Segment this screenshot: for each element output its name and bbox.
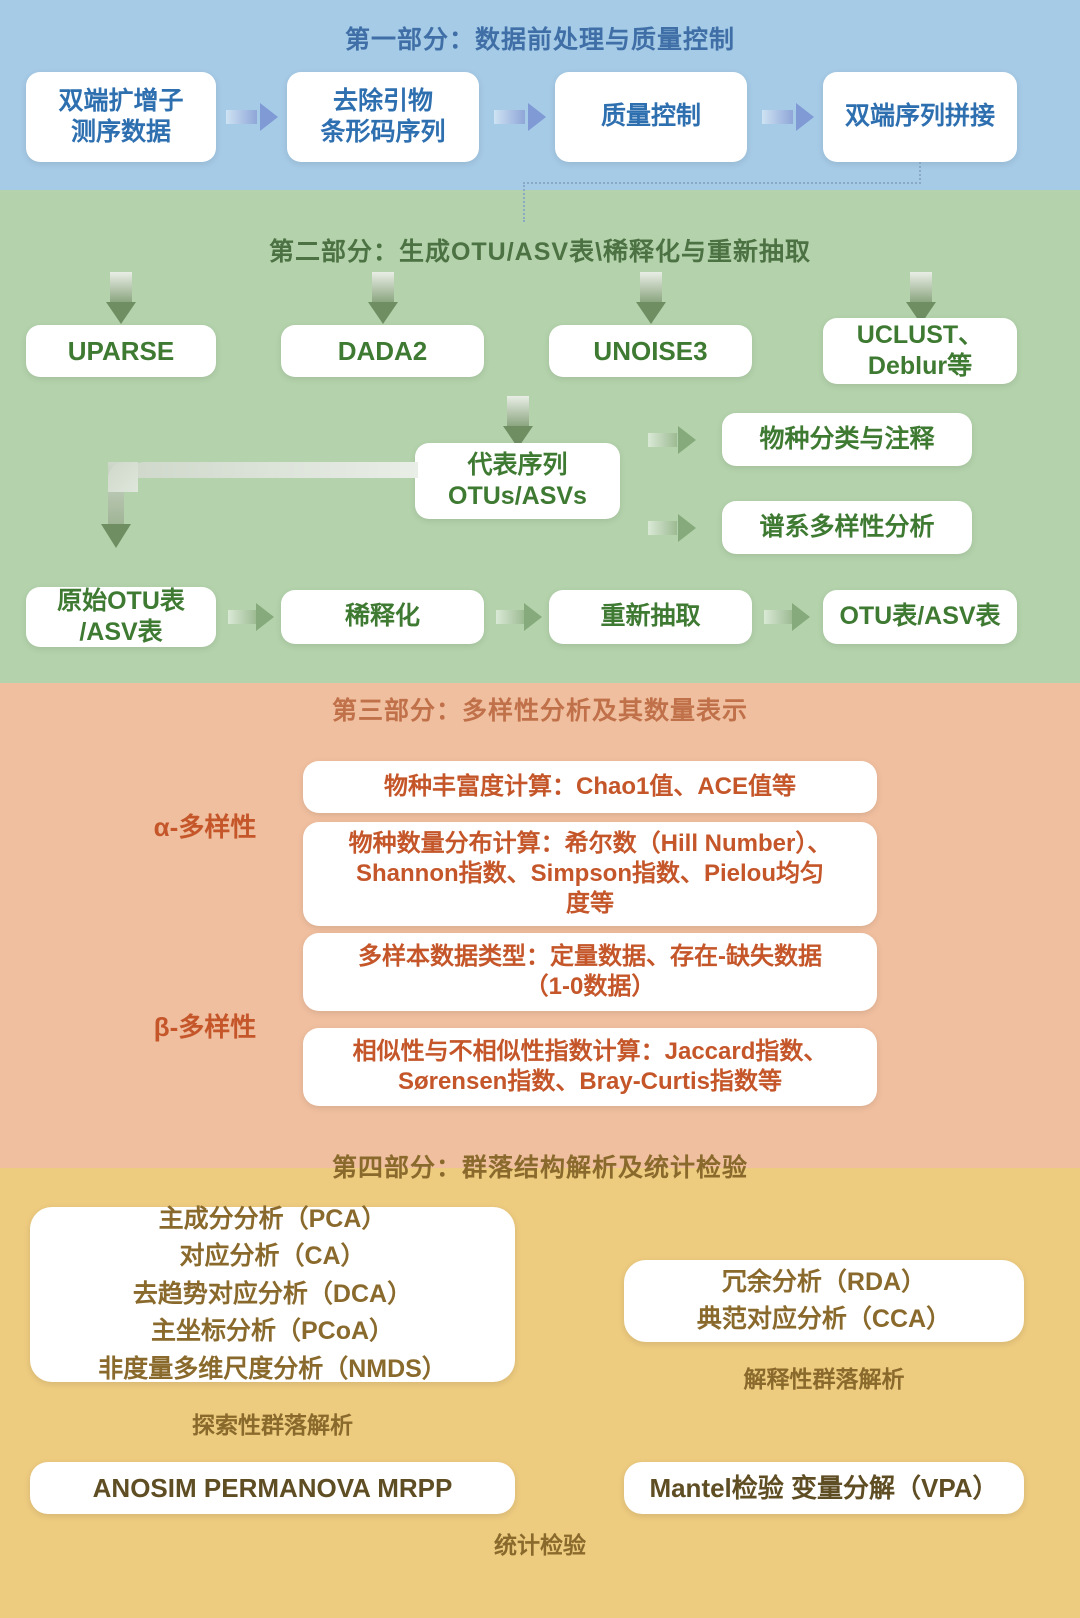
box-statistical-tests-left: ANOSIM PERMANOVA MRPP xyxy=(30,1462,515,1514)
box-line: 度等 xyxy=(566,890,614,918)
dotted-connector xyxy=(523,182,921,184)
elbow-connector-icon xyxy=(101,462,418,572)
label-beta-diversity: β-多样性 xyxy=(153,1012,257,1042)
box-line: 原始OTU表 xyxy=(57,586,185,615)
step-box-remove-primer: 去除引物 条形码序列 xyxy=(287,72,479,162)
box-resampling: 重新抽取 xyxy=(549,590,752,644)
arrow-down-icon xyxy=(106,272,136,324)
section-one-title: 第一部分：数据前处理与质量控制 xyxy=(344,26,735,54)
arrow-right-icon xyxy=(764,603,810,631)
box-line: 去除引物 xyxy=(332,86,433,115)
box-line: Sørensen指数、Bray-Curtis指数等 xyxy=(397,1068,783,1095)
box-data-types: 多样本数据类型：定量数据、存在-缺失数据 （1-0数据） xyxy=(303,933,877,1011)
method-box-unoise3: UNOISE3 xyxy=(549,325,752,377)
box-line: 代表序列 xyxy=(467,450,568,479)
box-line: 非度量多维尺度分析（NMDS） xyxy=(98,1354,447,1383)
arrow-right-icon xyxy=(226,103,278,131)
arrow-right-icon xyxy=(228,603,274,631)
method-box-uclust-deblur: UCLUST、 Deblur等 xyxy=(823,318,1017,384)
method-box-uparse: UPARSE xyxy=(26,325,216,377)
box-rarefaction: 稀释化 xyxy=(281,590,484,644)
box-line: 物种数量分布计算：希尔数（Hill Number）、 xyxy=(348,829,832,857)
box-raw-otu-table: 原始OTU表 /ASV表 xyxy=(26,587,216,647)
arrow-right-icon xyxy=(496,603,542,631)
box-line: 冗余分析（RDA） xyxy=(721,1267,927,1296)
arrow-down-icon xyxy=(368,272,398,324)
arrow-right-icon xyxy=(494,103,546,131)
step-box-merge-paired-reads: 双端序列拼接 xyxy=(823,72,1017,162)
arrow-right-icon xyxy=(762,103,814,131)
arrow-down-icon xyxy=(503,396,533,448)
step-box-paired-end-data: 双端扩增子 测序数据 xyxy=(26,72,216,162)
box-statistical-tests-right: Mantel检验 变量分解（VPA） xyxy=(624,1462,1024,1514)
box-line: 主成分分析（PCA） xyxy=(158,1204,387,1233)
box-line: 双端序列拼接 xyxy=(844,102,995,131)
box-line: 主坐标分析（PCoA） xyxy=(150,1317,395,1346)
box-line: Deblur等 xyxy=(867,352,973,380)
box-line: 相似性与不相似性指数计算：Jaccard指数、 xyxy=(352,1037,828,1065)
box-line: 物种丰富度计算：Chao1值、ACE值等 xyxy=(383,772,797,800)
box-line: Shannon指数、Simpson指数、Pielou均匀 xyxy=(355,859,824,887)
box-taxonomy-annotation: 物种分类与注释 xyxy=(722,413,972,466)
box-similarity-indices: 相似性与不相似性指数计算：Jaccard指数、 Sørensen指数、Bray-… xyxy=(303,1028,877,1106)
box-line: /ASV表 xyxy=(79,618,163,646)
arrow-down-icon xyxy=(636,272,666,324)
box-line: 典范对应分析（CCA） xyxy=(696,1305,952,1333)
arrow-right-icon xyxy=(648,514,696,542)
section-three-title: 第三部分：多样性分析及其数量表示 xyxy=(331,697,748,725)
caption-exploratory: 探索性群落解析 xyxy=(192,1412,353,1438)
box-line: 质量控制 xyxy=(600,102,701,131)
section-four-title: 第四部分：群落结构解析及统计检验 xyxy=(331,1154,748,1182)
box-line: 双端扩增子 xyxy=(58,86,184,115)
box-exploratory-analyses: 主成分分析（PCA） 对应分析（CA） 去趋势对应分析（DCA） 主坐标分析（P… xyxy=(30,1205,515,1383)
box-line: UCLUST、 xyxy=(856,320,984,349)
step-box-quality-control: 质量控制 xyxy=(555,72,747,162)
section-two-title: 第二部分：生成OTU/ASV表\稀释化与重新抽取 xyxy=(268,238,812,266)
box-line: 去趋势对应分析（DCA） xyxy=(132,1279,413,1308)
box-line: OTUs/ASVs xyxy=(448,482,587,510)
arrow-down-icon xyxy=(906,272,936,324)
dotted-connector xyxy=(523,182,525,222)
caption-statistical-tests: 统计检验 xyxy=(494,1532,586,1558)
method-box-dada2: DADA2 xyxy=(281,325,484,377)
box-line: 多样本数据类型：定量数据、存在-缺失数据 xyxy=(358,942,822,970)
caption-explanatory: 解释性群落解析 xyxy=(743,1366,905,1392)
dotted-connector xyxy=(919,162,921,184)
box-line: （1-0数据） xyxy=(524,973,656,1000)
box-explanatory-analyses: 冗余分析（RDA） 典范对应分析（CCA） xyxy=(624,1260,1024,1342)
box-species-richness: 物种丰富度计算：Chao1值、ACE值等 xyxy=(303,761,877,813)
label-alpha-diversity: α-多样性 xyxy=(153,812,257,842)
box-line: 条形码序列 xyxy=(320,118,446,146)
box-abundance-distribution: 物种数量分布计算：希尔数（Hill Number）、 Shannon指数、Sim… xyxy=(303,822,877,926)
box-representative-sequences: 代表序列 OTUs/ASVs xyxy=(415,443,620,519)
box-otu-asv-table: OTU表/ASV表 xyxy=(823,590,1017,644)
box-line: 对应分析（CA） xyxy=(179,1242,366,1271)
arrow-right-icon xyxy=(648,426,696,454)
box-line: 测序数据 xyxy=(70,118,171,146)
box-phylogenetic-diversity: 谱系多样性分析 xyxy=(722,501,972,554)
